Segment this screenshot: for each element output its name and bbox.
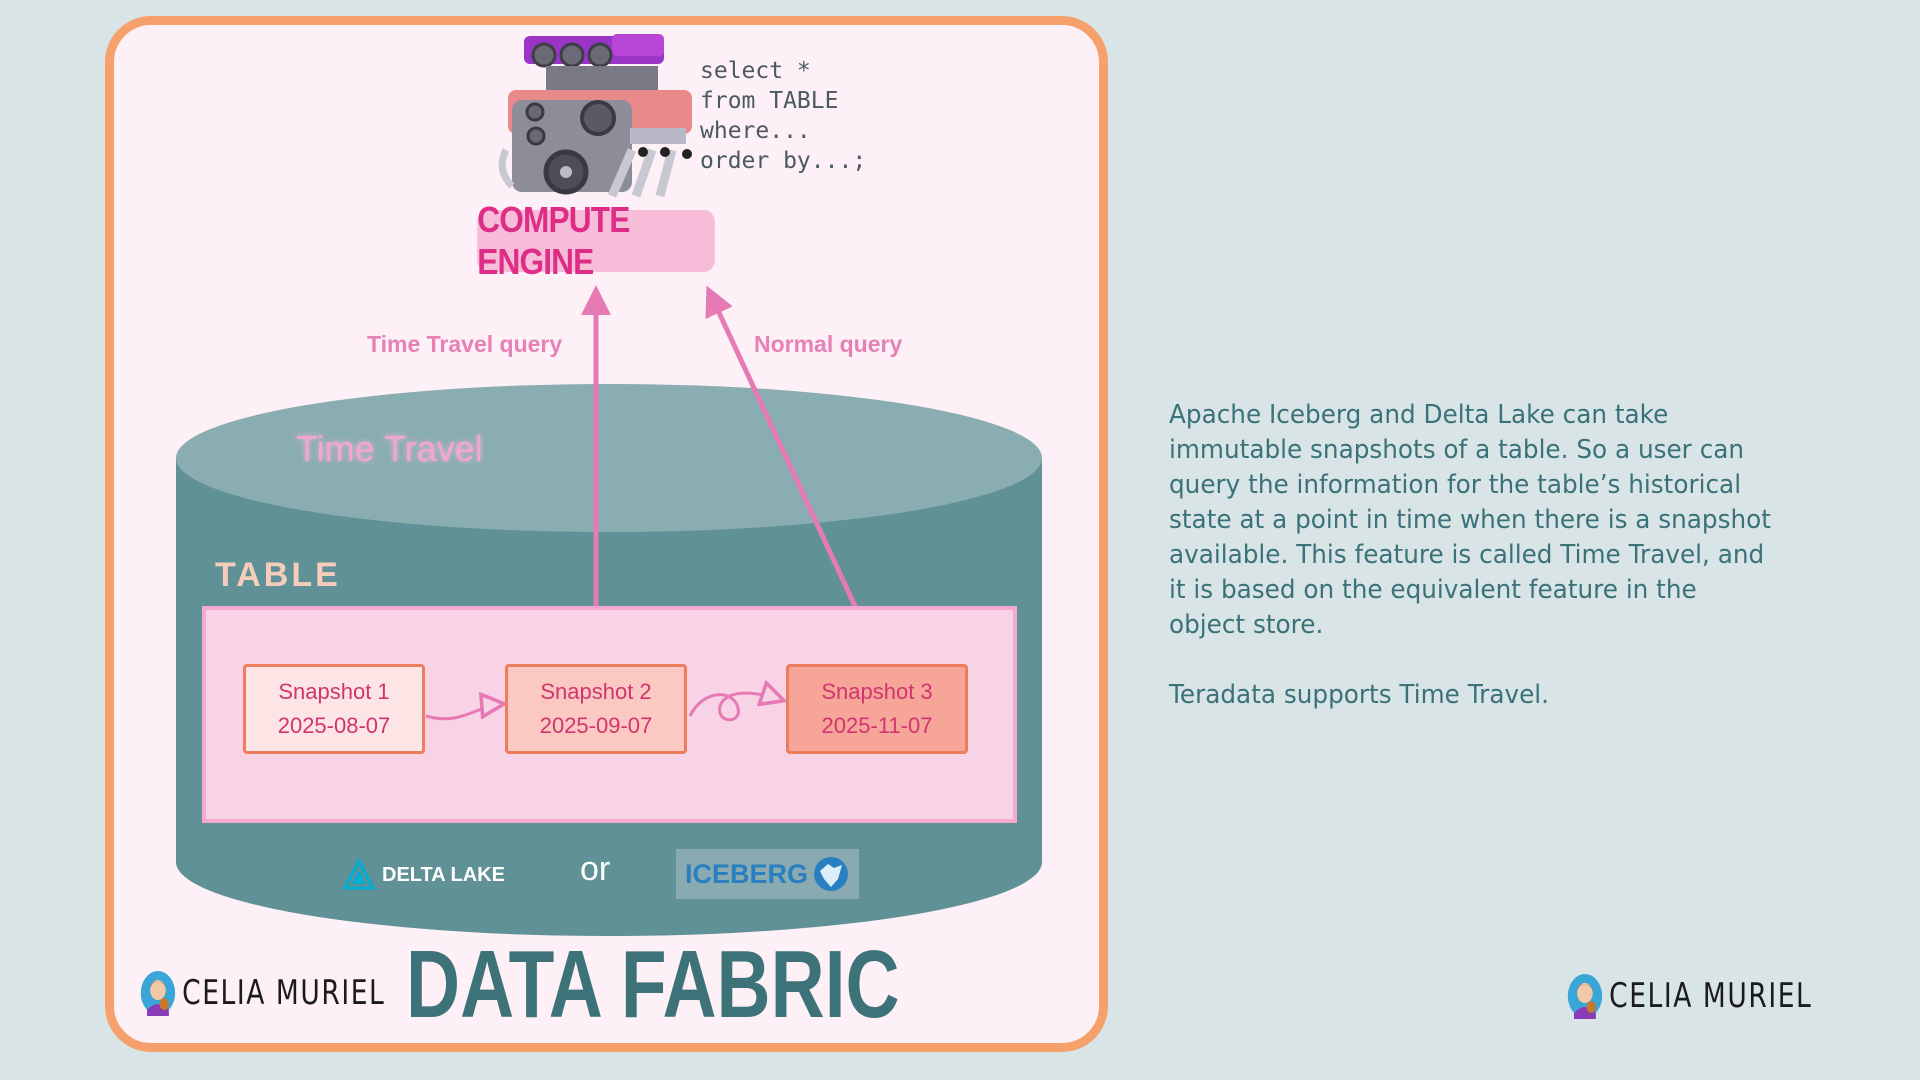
author-avatar <box>140 971 176 1016</box>
snapshot-date: 2025-11-07 <box>821 713 933 738</box>
snapshot-1: Snapshot 1 2025-08-07 <box>243 664 425 754</box>
data-fabric-title: DATA FABRIC <box>406 931 900 1038</box>
explanation-paragraph-1: Apache Iceberg and Delta Lake can take i… <box>1169 400 1771 640</box>
time-travel-label: Time Travel <box>296 428 483 469</box>
author-name: CELIA MURIEL <box>1609 976 1813 1016</box>
snapshot-name: Snapshot 2 <box>540 679 652 704</box>
or-text: or <box>580 850 611 888</box>
normal-query-arrow <box>705 285 884 666</box>
time-travel-query-label: Time Travel query <box>367 331 563 357</box>
iceberg-logo: ICEBERG <box>676 849 859 899</box>
normal-query-label: Normal query <box>754 331 903 357</box>
author-name: CELIA MURIEL <box>182 973 386 1013</box>
delta-triangle-icon <box>342 858 376 890</box>
sql-snippet: select * from TABLE where... order by...… <box>700 58 867 174</box>
snapshot-date: 2025-08-07 <box>277 713 391 738</box>
author-brand-left: CELIA MURIEL <box>140 970 385 1016</box>
snapshot-3: Snapshot 3 2025-11-07 <box>786 664 968 754</box>
engine-icon <box>498 34 692 198</box>
author-avatar <box>1567 974 1603 1019</box>
snapshot-date: 2025-09-07 <box>539 713 653 738</box>
iceberg-text: ICEBERG <box>684 858 809 889</box>
delta-lake-logo: DELTA LAKE <box>342 858 505 892</box>
snapshot-name: Snapshot 1 <box>278 679 390 704</box>
delta-lake-text: DELTA LAKE <box>382 863 505 886</box>
compute-engine-label: COMPUTE ENGINE <box>477 199 715 282</box>
explanation-text: Apache Iceberg and Delta Lake can take i… <box>1169 398 1777 748</box>
explanation-paragraph-2: Teradata supports Time Travel. <box>1169 680 1549 710</box>
iceberg-icon <box>814 857 849 891</box>
table-label: TABLE <box>215 556 341 594</box>
snapshot-2: Snapshot 2 2025-09-07 <box>505 664 687 754</box>
author-brand-right: CELIA MURIEL <box>1567 973 1812 1019</box>
snapshot-name: Snapshot 3 <box>821 679 933 704</box>
